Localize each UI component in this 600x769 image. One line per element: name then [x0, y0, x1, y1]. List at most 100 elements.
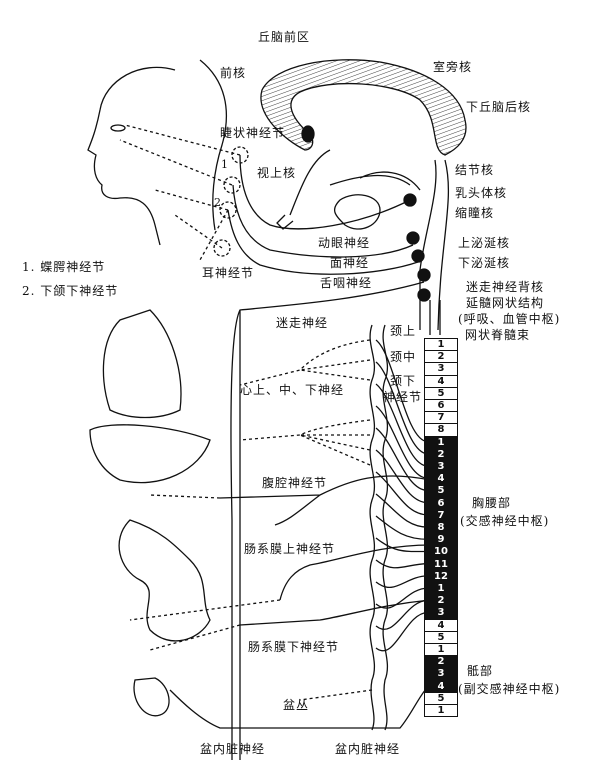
reticulospinal-arrows	[429, 300, 441, 335]
facial-nerve-path	[232, 184, 414, 258]
cranial-ganglia	[213, 146, 249, 257]
spinal-segment-coccygeal-1: 1	[425, 705, 457, 718]
spinal-segment-thoracic-12: 12	[425, 570, 457, 583]
label-glossopharyngeal: 舌咽神经	[320, 276, 373, 290]
label-ganglion-2: 2	[214, 196, 222, 209]
label-cervical-inferior: 颈下	[390, 374, 417, 388]
label-thalamus-anterior: 丘脑前区	[258, 30, 311, 44]
glossopharyngeal-nerve-path	[227, 209, 419, 275]
spinal-segment-thoracic-5: 5	[425, 485, 457, 498]
bladder	[133, 677, 170, 717]
spinal-segment-thoracic-9: 9	[425, 534, 457, 547]
label-vagus-nerve: 迷走神经	[276, 316, 329, 330]
spinal-segment-sacral-1: 1	[425, 644, 457, 657]
preganglionic-fiber	[375, 587, 429, 609]
inferior-mesenteric-path	[239, 599, 431, 626]
preganglionic-fiber	[375, 575, 429, 588]
spinal-segment-thoracic-11: 11	[425, 558, 457, 571]
spinal-segment-thoracic-10: 10	[425, 546, 457, 559]
label-supraoptic: 视上核	[257, 166, 297, 180]
label-medullary-reticular: 延髓网状结构	[466, 296, 545, 310]
hypothalamus	[333, 194, 381, 230]
preganglionic-fiber	[375, 559, 429, 569]
legend-sphenopalatine: 1. 蝶腭神经节	[22, 260, 106, 274]
spinal-segment-thoracic-7: 7	[425, 509, 457, 522]
preganglionic-fiber	[375, 339, 429, 443]
superior-mesenteric-path	[279, 544, 431, 601]
spinal-segment-cervical-5: 5	[425, 388, 457, 400]
label-superior-mesenteric: 肠系膜上神经节	[244, 542, 336, 556]
body-outline	[231, 310, 241, 760]
label-cervical-middle: 颈中	[390, 350, 417, 364]
label-reticulospinal: 网状脊髓束	[465, 328, 531, 342]
preganglionic-fiber	[375, 361, 429, 455]
label-pelvic-plexus: 盆丛	[283, 698, 310, 712]
sympathetic-trunk-right	[382, 324, 389, 731]
spinal-segment-lumbar-4: 4	[425, 620, 457, 632]
viscera-dashed	[129, 494, 373, 701]
oculomotor-nerve-path	[239, 154, 411, 230]
preganglionic-fiber	[375, 515, 429, 540]
label-pupil-constrictor: 缩瞳核	[455, 206, 495, 220]
label-posterior-hypothalamic: 下丘脑后核	[466, 100, 532, 114]
preganglionic-fiber	[375, 383, 429, 467]
spinal-segment-lumbar-1: 1	[425, 583, 457, 596]
label-facial: 面神经	[330, 256, 370, 270]
label-tuberal: 结节核	[455, 163, 495, 177]
spinal-segment-thoracic-4: 4	[425, 473, 457, 486]
neck-outline	[199, 59, 228, 231]
label-respiratory-center: (呼吸、血管中枢)	[458, 312, 561, 326]
label-ganglion: 神经节	[383, 390, 423, 404]
anterior-commissure	[301, 125, 315, 143]
label-pelvic-splanchnic-left: 盆内脏神经	[200, 742, 266, 756]
label-parasympathetic-center: (副交感神经中枢)	[458, 682, 561, 696]
spinal-segment-cervical-1: 1	[425, 339, 457, 352]
preganglionic-fiber	[375, 537, 429, 553]
brainstem	[419, 159, 450, 331]
lung	[102, 309, 182, 419]
preganglionic-fiber	[375, 405, 429, 479]
label-inferior-salivatory: 下泌涎核	[458, 256, 511, 270]
thalamus	[276, 149, 331, 230]
spinal-segment-thoracic-8: 8	[425, 522, 457, 535]
spinal-segment-thoracic-3: 3	[425, 461, 457, 474]
spinal-segment-cervical-8: 8	[425, 424, 457, 437]
cardiac-dashed	[239, 339, 371, 466]
label-ganglion-1: 1	[221, 158, 229, 171]
label-vagus-dorsal: 迷走神经背核	[466, 280, 545, 294]
preganglionic-fiber	[375, 611, 429, 652]
preganglionic-fiber	[375, 493, 429, 528]
label-superior-salivatory: 上泌涎核	[458, 236, 511, 250]
label-inferior-mesenteric: 肠系膜下神经节	[248, 640, 340, 654]
spinal-segment-sacral-5: 5	[425, 693, 457, 705]
spinal-segment-cervical-3: 3	[425, 363, 457, 376]
label-sympathetic-center: (交感神经中枢)	[460, 514, 550, 528]
spinal-segment-lumbar-5: 5	[425, 632, 457, 644]
preganglionic-fiber	[375, 449, 429, 504]
spinal-segment-thoracic-1: 1	[425, 436, 457, 449]
spinal-segment-lumbar-3: 3	[425, 607, 457, 620]
spinal-segment-lumbar-2: 2	[425, 595, 457, 608]
label-celiac-ganglion: 腹腔神经节	[262, 476, 328, 490]
hypothalamic-fibers	[329, 171, 421, 191]
spinal-segment-cervical-7: 7	[425, 412, 457, 425]
label-cardiac-nerves: 心上、中、下神经	[240, 383, 345, 397]
preganglionic-fiber	[375, 427, 429, 492]
preganglionic-fibers	[375, 339, 429, 652]
label-anterior-nucleus: 前核	[220, 66, 247, 80]
spinal-segment-thoracic-2: 2	[425, 448, 457, 461]
corpus-callosum	[260, 59, 467, 156]
label-pelvic-splanchnic-right: 盆内脏神经	[335, 742, 401, 756]
label-oculomotor: 动眼神经	[318, 236, 371, 250]
spinal-segment-sacral-4: 4	[425, 680, 457, 693]
brainstem-nuclei	[403, 193, 431, 302]
label-ciliary-ganglion: 睫状神经节	[220, 126, 286, 140]
spinal-segment-sacral-3: 3	[425, 668, 457, 681]
celiac-ganglion-path	[219, 475, 431, 526]
spinal-segment-cervical-4: 4	[425, 376, 457, 388]
legend-submandibular: 2. 下颌下神经节	[22, 284, 119, 298]
label-sacral: 骶部	[467, 664, 494, 678]
